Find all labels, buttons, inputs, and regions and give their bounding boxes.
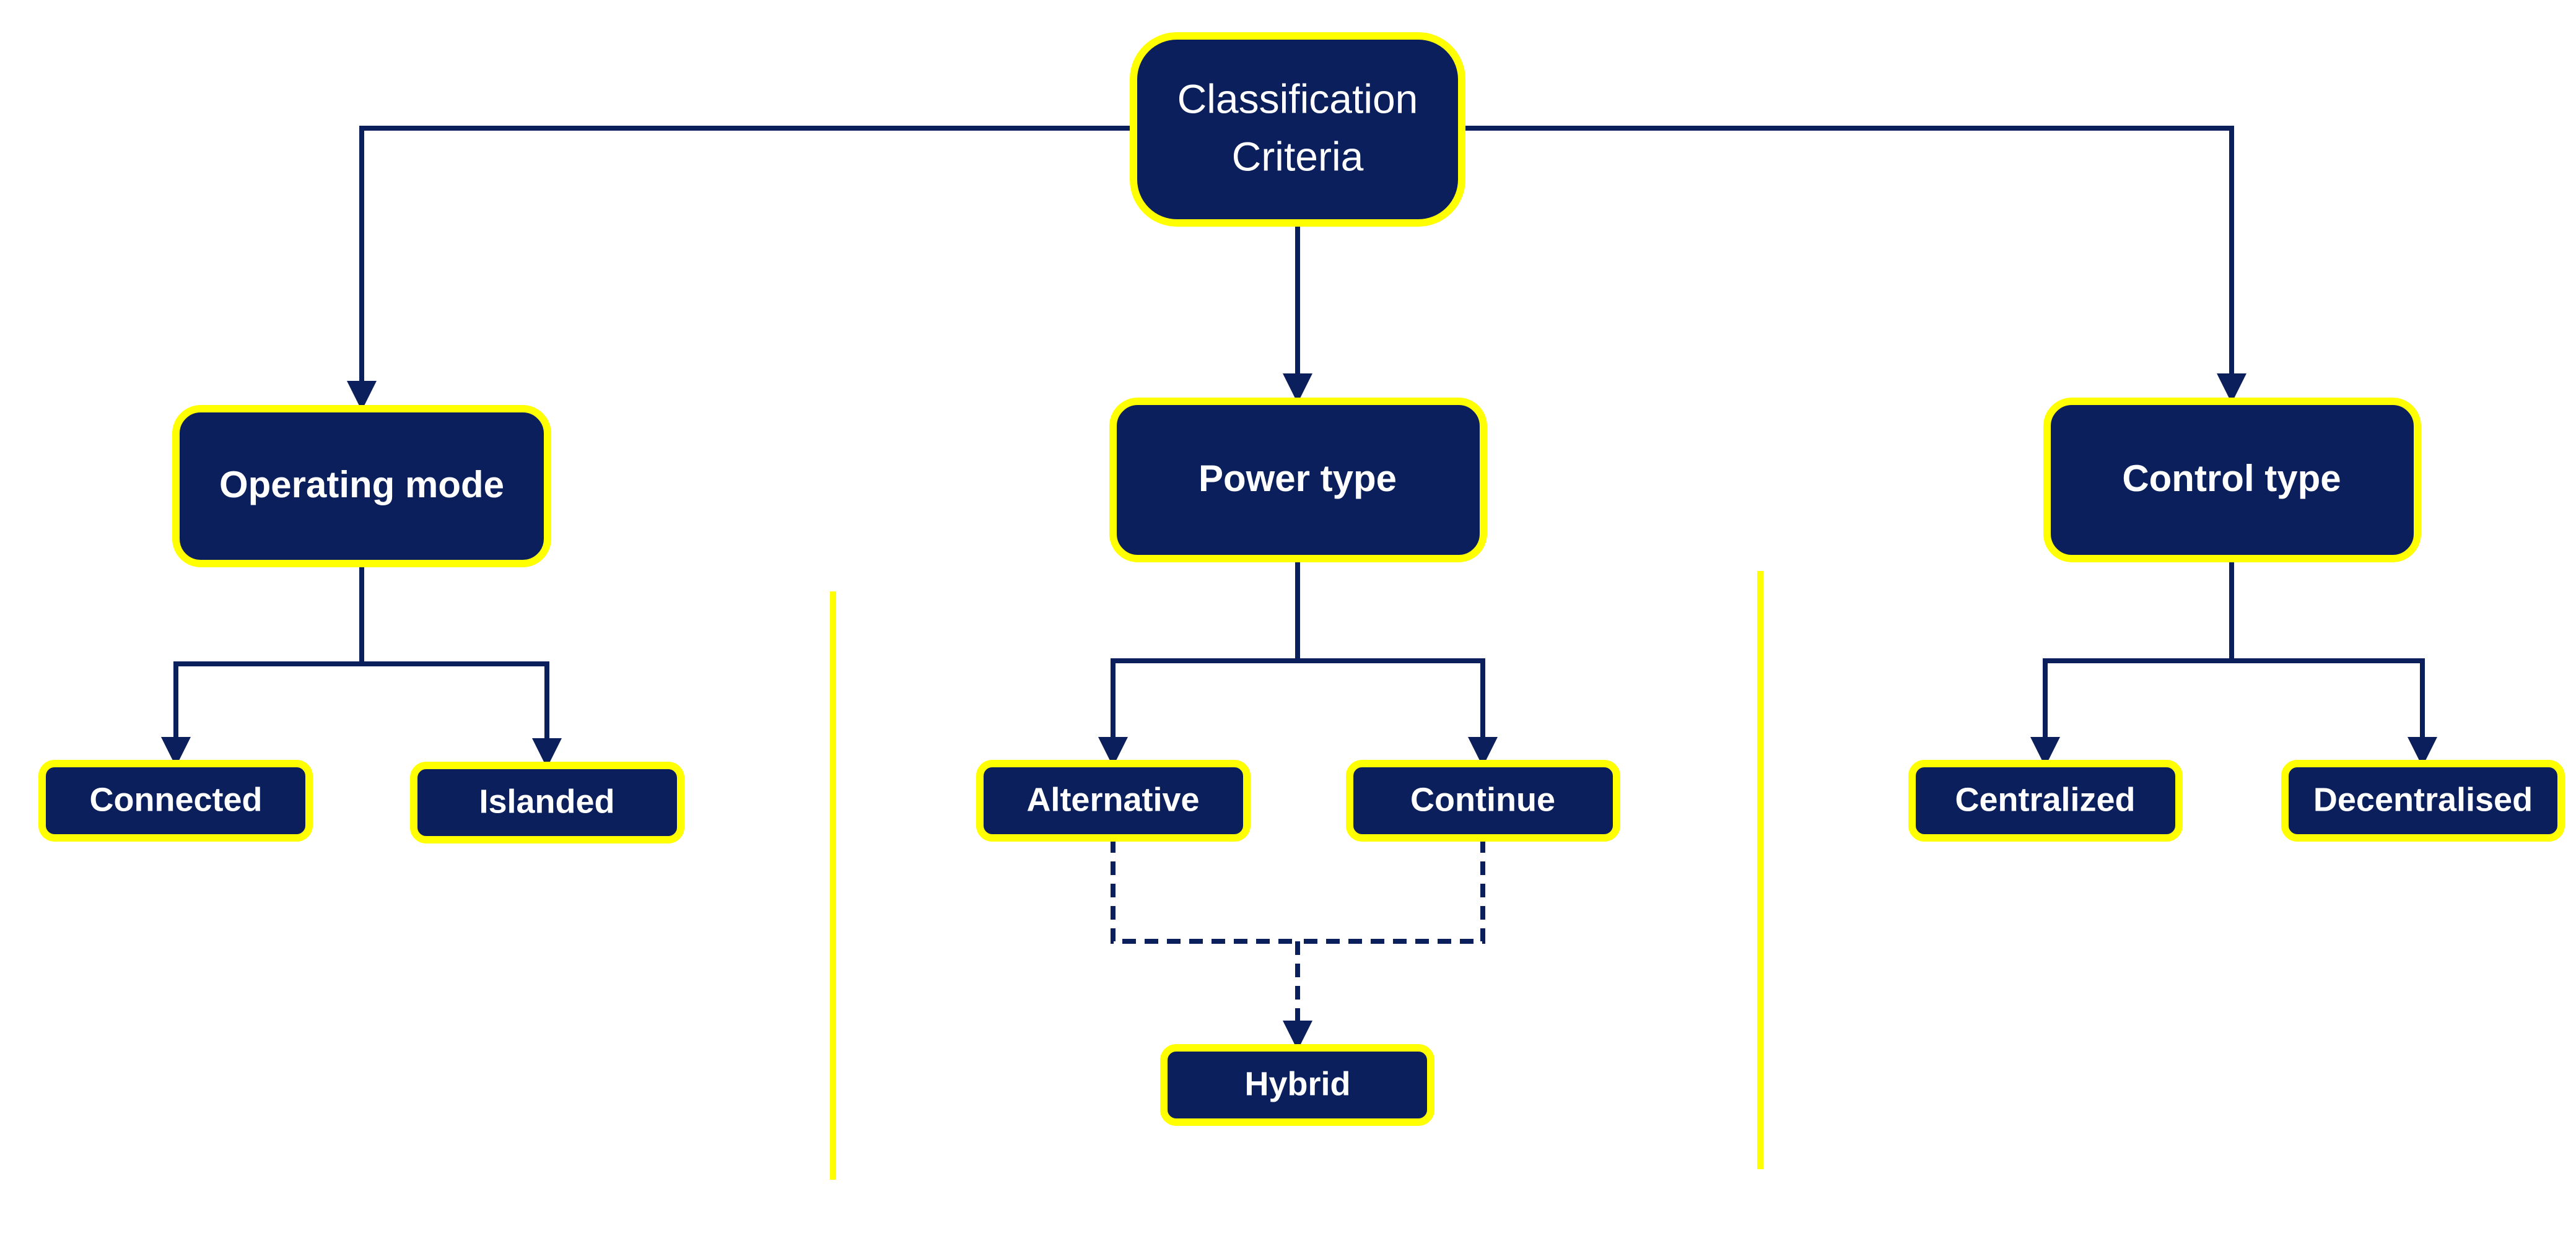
power-type-edges [1098, 559, 1498, 1050]
root-node: Classification Criteria [1130, 32, 1465, 227]
edge-to-connected [161, 661, 362, 767]
alternative-label: Alternative [1026, 781, 1199, 818]
connected-label: Connected [89, 781, 262, 818]
continue-node: Continue [1346, 760, 1620, 842]
root-label-line2: Criteria [1232, 133, 1364, 179]
continue-label: Continue [1410, 781, 1555, 818]
edge-continue-to-junction [1298, 839, 1485, 944]
edge-to-alternative [1098, 658, 1298, 767]
decentralised-label: Decentralised [2313, 781, 2533, 818]
edge-to-decentralised [2232, 658, 2437, 767]
edge-to-centralized [2030, 658, 2232, 767]
root-label-line1: Classification [1177, 76, 1418, 121]
centralized-node: Centralized [1908, 760, 2183, 842]
edge-to-continue [1298, 658, 1498, 767]
edge-root-to-operating-mode [347, 126, 1133, 411]
edge-root-to-control-type [1462, 126, 2246, 403]
control-type-edges [2030, 559, 2437, 767]
operating-mode-edges [161, 564, 562, 768]
edge-alternative-to-junction [1111, 839, 1298, 944]
edge-to-islanded [362, 661, 562, 768]
connected-node: Connected [38, 760, 313, 842]
operating-mode-label: Operating mode [219, 464, 504, 505]
control-type-node: Control type [2043, 398, 2421, 562]
operating-mode-node: Operating mode [172, 405, 551, 567]
power-type-label: Power type [1198, 458, 1397, 499]
centralized-label: Centralized [1955, 781, 2135, 818]
islanded-label: Islanded [479, 783, 614, 820]
alternative-node: Alternative [976, 760, 1251, 842]
root-edges [347, 126, 2246, 411]
hybrid-label: Hybrid [1244, 1065, 1350, 1102]
decentralised-node: Decentralised [2281, 760, 2565, 842]
islanded-node: Islanded [410, 762, 684, 843]
control-type-label: Control type [2122, 458, 2341, 499]
power-type-node: Power type [1109, 398, 1487, 562]
hybrid-node: Hybrid [1160, 1044, 1434, 1126]
